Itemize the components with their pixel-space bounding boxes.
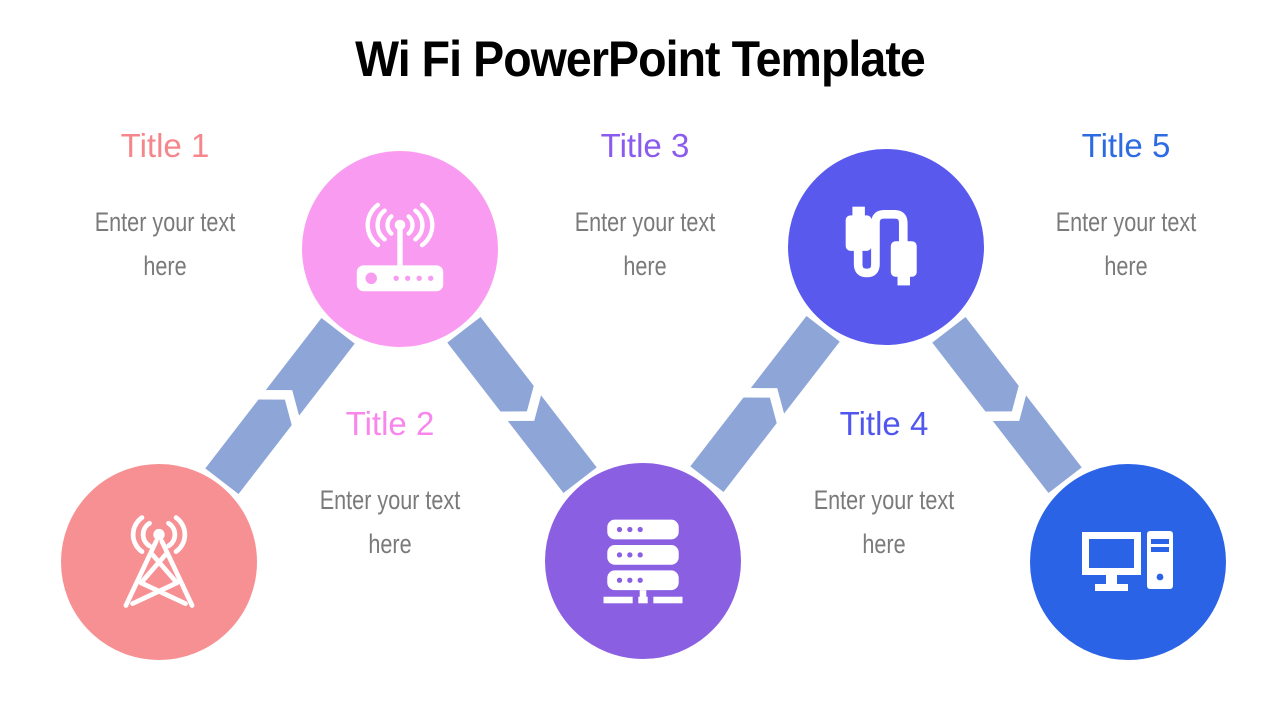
- connector-head-segment: [507, 395, 597, 494]
- connector-3-4: [690, 315, 840, 493]
- step-2-textblock: Title 2 Enter your text here: [280, 404, 500, 566]
- step-3-textblock: Title 3 Enter your text here: [535, 126, 755, 288]
- step-3-body: Enter your text here: [574, 207, 716, 281]
- connector-head-segment: [265, 317, 355, 416]
- connector-head-segment: [750, 315, 840, 414]
- slide-title: Wi Fi PowerPoint Template: [355, 31, 926, 87]
- step-1-body: Enter your text here: [94, 207, 236, 281]
- step-5-body: Enter your text here: [1055, 207, 1197, 281]
- connector-1-2: [205, 317, 355, 495]
- connector-4-5: [932, 316, 1082, 494]
- step-5-title: Title 5: [1081, 127, 1171, 164]
- step-2-body: Enter your text here: [319, 485, 461, 559]
- step-1-textblock: Title 1 Enter your text here: [55, 126, 275, 288]
- step-2-title: Title 2: [345, 405, 435, 442]
- connector-tail-segment: [690, 397, 777, 493]
- connector-2-3: [447, 316, 597, 494]
- step-3-circle: [541, 459, 745, 663]
- server-led-dots: [616, 526, 643, 583]
- step-5-circle: [1026, 460, 1230, 664]
- step-4-circle: [784, 145, 988, 349]
- wifi-router-icon: [356, 202, 444, 292]
- server-rack-icon: [603, 519, 683, 604]
- step-1-circle: [57, 460, 261, 664]
- connector-tail-segment: [205, 399, 292, 495]
- radio-tower-icon: [123, 515, 195, 608]
- step-4-title: Title 4: [839, 405, 929, 442]
- desktop-computer-icon: [1082, 531, 1173, 591]
- step-4-body: Enter your text here: [813, 485, 955, 559]
- usb-cable-icon: [845, 206, 917, 286]
- connector-tail-segment: [932, 316, 1019, 412]
- step-3-title: Title 3: [600, 127, 690, 164]
- step-2-circle: [298, 147, 502, 351]
- step-1-title: Title 1: [120, 127, 210, 164]
- connector-head-segment: [992, 395, 1082, 494]
- connector-tail-segment: [447, 316, 534, 412]
- step-5-textblock: Title 5 Enter your text here: [1016, 126, 1236, 288]
- step-4-textblock: Title 4 Enter your text here: [774, 404, 994, 566]
